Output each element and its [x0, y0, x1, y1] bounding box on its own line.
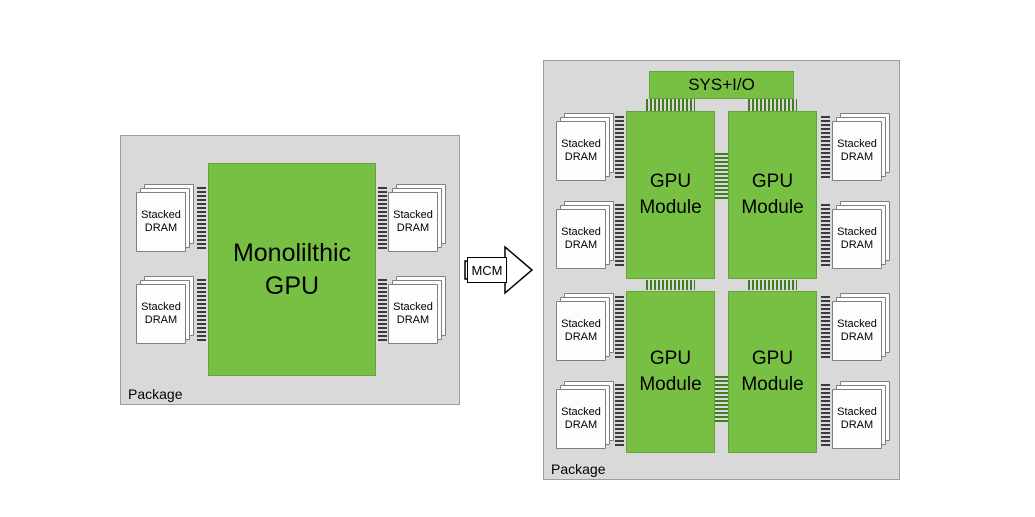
stacked-dram: Stacked DRAM [832, 293, 890, 361]
dram-module-link-hatch [615, 204, 624, 266]
dram-label: Stacked DRAM [837, 225, 877, 251]
dram-module-link-hatch [821, 384, 830, 446]
dram-sheet-front: Stacked DRAM [556, 389, 606, 449]
stacked-dram: Stacked DRAM [388, 276, 446, 344]
package-label: Package [128, 386, 183, 402]
dram-label: Stacked DRAM [561, 317, 601, 343]
package-label: Package [551, 461, 606, 477]
stacked-dram: Stacked DRAM [556, 113, 614, 181]
monolithic-gpu-label: Monolilthic GPU [232, 239, 352, 300]
stacked-dram: Stacked DRAM [556, 293, 614, 361]
dram-label: Stacked DRAM [141, 208, 181, 234]
stacked-dram: Stacked DRAM [832, 381, 890, 449]
dram-module-link-hatch [821, 204, 830, 266]
stacked-dram: Stacked DRAM [556, 201, 614, 269]
gpu-module-label: GPU Module [741, 171, 804, 218]
stacked-dram: Stacked DRAM [556, 381, 614, 449]
dram-sheet-front: Stacked DRAM [556, 301, 606, 361]
mcm-label-box: MCM [467, 257, 507, 283]
monolithic-gpu-box: Monolilthic GPU [208, 163, 376, 376]
stacked-dram: Stacked DRAM [136, 184, 194, 252]
dram-gpu-link-hatch [378, 279, 387, 341]
module-module-link-hatch [715, 376, 728, 422]
dram-module-link-hatch [615, 116, 624, 178]
sys-io-box: SYS+I/O [649, 71, 794, 99]
dram-sheet-front: Stacked DRAM [388, 192, 438, 252]
dram-module-link-hatch [615, 384, 624, 446]
transition-arrow: MCM [463, 241, 535, 299]
dram-gpu-link-hatch [378, 187, 387, 249]
gpu-module-label: GPU Module [741, 348, 804, 395]
gpu-module-box: GPU Module [626, 111, 715, 279]
dram-label: Stacked DRAM [393, 208, 433, 234]
monolithic-package: Monolilthic GPU Stacked DRAM Stacked DRA… [120, 135, 460, 405]
dram-gpu-link-hatch [197, 187, 206, 249]
dram-gpu-link-hatch [197, 279, 206, 341]
module-module-link-hatch [646, 280, 695, 290]
mcm-label: MCM [471, 262, 503, 278]
dram-sheet-front: Stacked DRAM [556, 209, 606, 269]
dram-label: Stacked DRAM [837, 317, 877, 343]
stacked-dram: Stacked DRAM [388, 184, 446, 252]
dram-sheet-front: Stacked DRAM [832, 301, 882, 361]
dram-sheet-front: Stacked DRAM [388, 284, 438, 344]
dram-module-link-hatch [615, 296, 624, 358]
dram-label: Stacked DRAM [561, 225, 601, 251]
dram-label: Stacked DRAM [837, 137, 877, 163]
dram-sheet-front: Stacked DRAM [832, 121, 882, 181]
stacked-dram: Stacked DRAM [832, 113, 890, 181]
mcm-package: SYS+I/O GPU Module GPU Module GPU Module… [543, 60, 900, 480]
module-module-link-hatch [715, 153, 728, 199]
dram-sheet-front: Stacked DRAM [832, 209, 882, 269]
dram-label: Stacked DRAM [561, 405, 601, 431]
gpu-module-label: GPU Module [639, 171, 702, 218]
stacked-dram: Stacked DRAM [832, 201, 890, 269]
sysio-module-link-hatch [646, 99, 695, 111]
module-module-link-hatch [748, 280, 797, 290]
dram-sheet-front: Stacked DRAM [556, 121, 606, 181]
dram-module-link-hatch [821, 296, 830, 358]
gpu-module-box: GPU Module [626, 291, 715, 453]
gpu-module-box: GPU Module [728, 111, 817, 279]
stacked-dram: Stacked DRAM [136, 276, 194, 344]
dram-module-link-hatch [821, 116, 830, 178]
dram-label: Stacked DRAM [837, 405, 877, 431]
dram-sheet-front: Stacked DRAM [832, 389, 882, 449]
dram-label: Stacked DRAM [561, 137, 601, 163]
dram-label: Stacked DRAM [141, 300, 181, 326]
sys-io-label: SYS+I/O [688, 75, 755, 94]
dram-sheet-front: Stacked DRAM [136, 284, 186, 344]
gpu-module-label: GPU Module [639, 348, 702, 395]
sysio-module-link-hatch [748, 99, 797, 111]
gpu-module-box: GPU Module [728, 291, 817, 453]
dram-label: Stacked DRAM [393, 300, 433, 326]
dram-sheet-front: Stacked DRAM [136, 192, 186, 252]
